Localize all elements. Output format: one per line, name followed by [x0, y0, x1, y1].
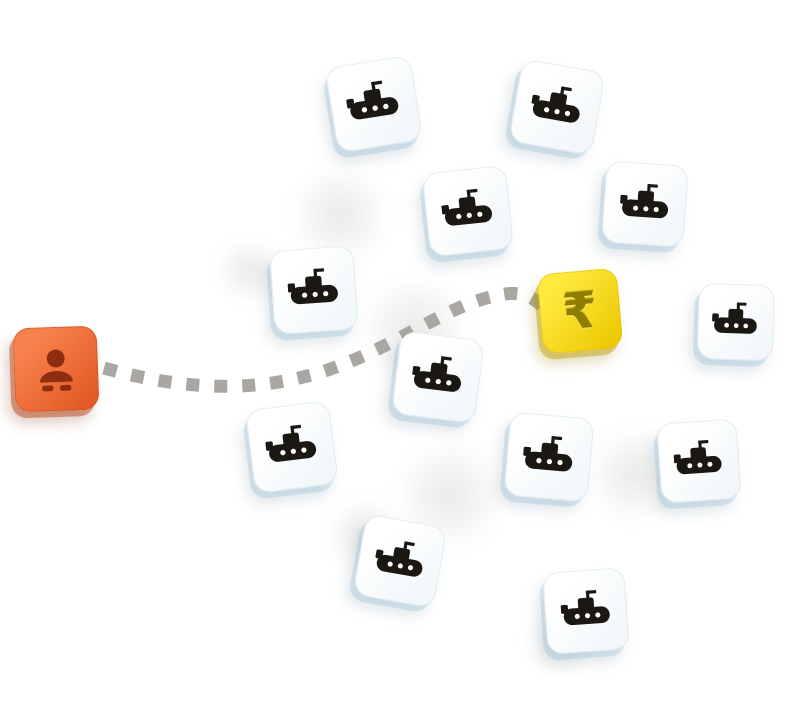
submarine-tile	[503, 411, 595, 503]
rupee-symbol: ₹	[560, 280, 600, 342]
submarine-tile	[601, 160, 689, 248]
submarine-tile	[696, 282, 776, 362]
submarine-icon	[441, 188, 492, 226]
submarine-icon	[265, 424, 317, 462]
person-tile	[12, 325, 100, 413]
background-smudge	[280, 170, 400, 260]
submarine-tile	[542, 567, 630, 655]
submarine-tile	[391, 330, 485, 424]
person-icon	[40, 349, 73, 392]
submarine-tile	[508, 58, 606, 156]
submarine-tile	[324, 54, 424, 154]
submarine-icon	[712, 302, 758, 335]
submarine-tile	[269, 245, 359, 335]
submarine-icon	[523, 436, 573, 472]
submarine-tile	[245, 400, 339, 494]
submarine-icon	[375, 540, 423, 577]
submarine-icon	[673, 440, 722, 475]
rupee-tile: ₹	[536, 267, 624, 355]
submarine-icon	[531, 86, 580, 123]
submarine-tile	[656, 418, 742, 504]
submarine-icon	[560, 589, 610, 625]
submarine-icon	[346, 80, 399, 120]
submarine-tile	[421, 164, 515, 258]
submarine-icon	[619, 183, 668, 218]
submarine-tile	[352, 513, 448, 609]
submarine-icon	[412, 356, 461, 392]
submarine-icon	[287, 268, 338, 305]
